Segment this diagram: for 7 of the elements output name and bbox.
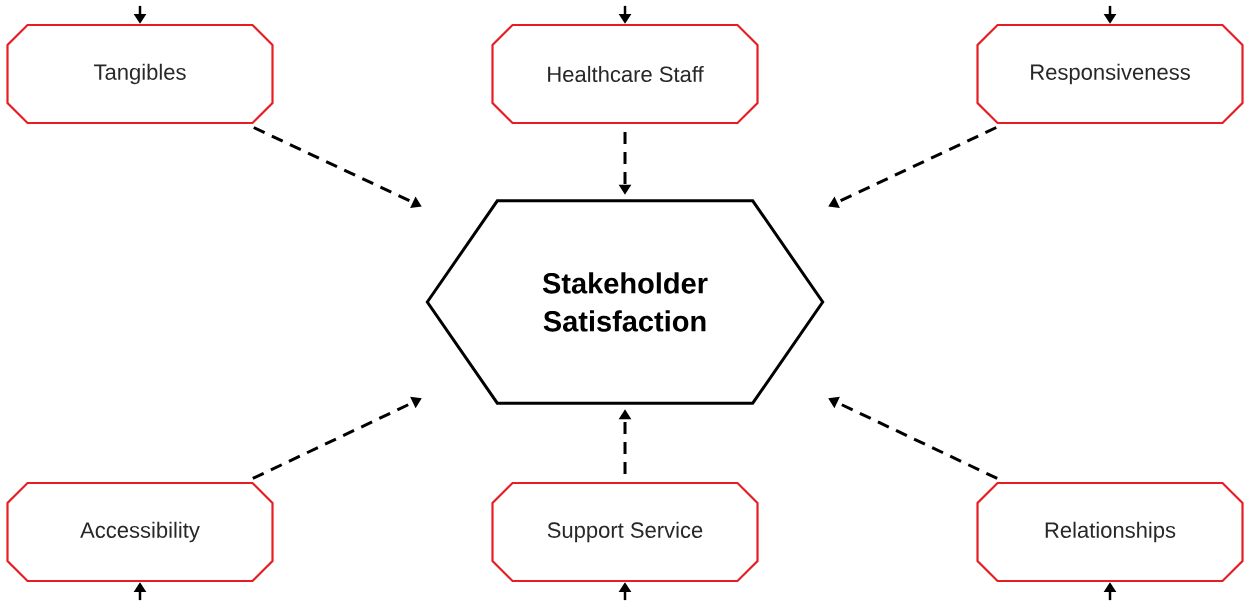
octagon-box: Support Service (491, 481, 759, 583)
octagon-box: Healthcare Staff (491, 23, 759, 125)
hexagon: Stakeholder Satisfaction (425, 199, 825, 405)
octagon-box: Relationships (976, 481, 1244, 583)
octagon-box: Tangibles (6, 23, 274, 125)
octagon-box: Responsiveness (976, 23, 1244, 125)
octagon-box: Accessibility (6, 481, 274, 583)
